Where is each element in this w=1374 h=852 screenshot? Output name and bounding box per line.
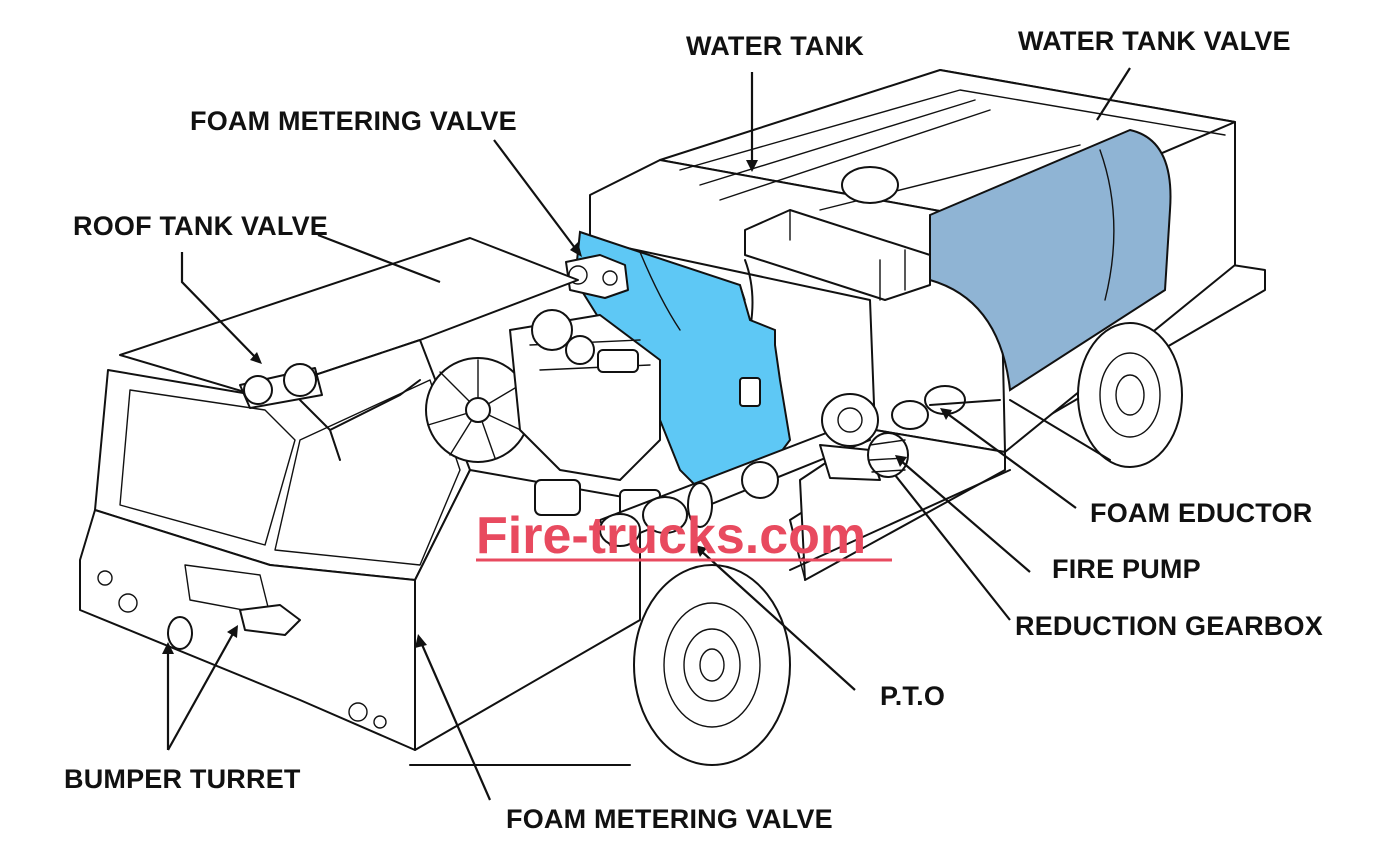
headlight-right xyxy=(348,702,368,722)
fire-pump-part xyxy=(819,393,881,481)
label-foam-metering-valve-top: FOAM METERING VALVE xyxy=(190,106,517,136)
water-tank xyxy=(841,128,1172,392)
front-wheel xyxy=(633,564,791,766)
label-fire-pump: FIRE PUMP xyxy=(1052,554,1201,584)
foam-eductor-part xyxy=(891,385,1001,430)
chassis xyxy=(409,399,1111,766)
bumper-turret-part xyxy=(167,604,301,650)
label-water-tank: WATER TANK xyxy=(686,31,864,61)
leader-lines xyxy=(162,67,1131,801)
wheels xyxy=(633,322,1183,766)
headlight-left xyxy=(97,570,113,586)
label-reduction-gearbox: REDUCTION GEARBOX xyxy=(1015,611,1323,641)
label-foam-metering-valve-bottom: FOAM METERING VALVE xyxy=(506,804,833,834)
pto-part xyxy=(599,461,779,547)
label-pto: P.T.O xyxy=(880,681,945,711)
label-foam-eductor: FOAM EDUCTOR xyxy=(1090,498,1312,528)
water-tank-shape xyxy=(929,128,1172,392)
headlight-right-2 xyxy=(373,715,387,729)
label-water-tank-valve: WATER TANK VALVE xyxy=(1018,26,1291,56)
engine-fan xyxy=(425,357,531,463)
watermark: Fire-trucks.com xyxy=(476,507,892,565)
rear-wheel xyxy=(1077,322,1183,468)
label-bumper-turret: BUMPER TURRET xyxy=(64,764,301,794)
label-roof-tank-valve: ROOF TANK VALVE xyxy=(73,211,328,241)
headlight-left-2 xyxy=(118,593,138,613)
reduction-gearbox-part xyxy=(867,432,909,478)
tank-rails xyxy=(739,209,931,401)
cab xyxy=(79,237,641,751)
labels: WATER TANK WATER TANK VALVE FOAM METERIN… xyxy=(64,26,1323,834)
roof-turret xyxy=(239,363,421,461)
drivetrain xyxy=(599,385,1001,547)
watermark-text: Fire-trucks.com xyxy=(476,507,866,565)
foam-metering-valve-top-part xyxy=(565,254,629,299)
tank-hatch xyxy=(841,166,899,204)
engine xyxy=(425,309,661,521)
